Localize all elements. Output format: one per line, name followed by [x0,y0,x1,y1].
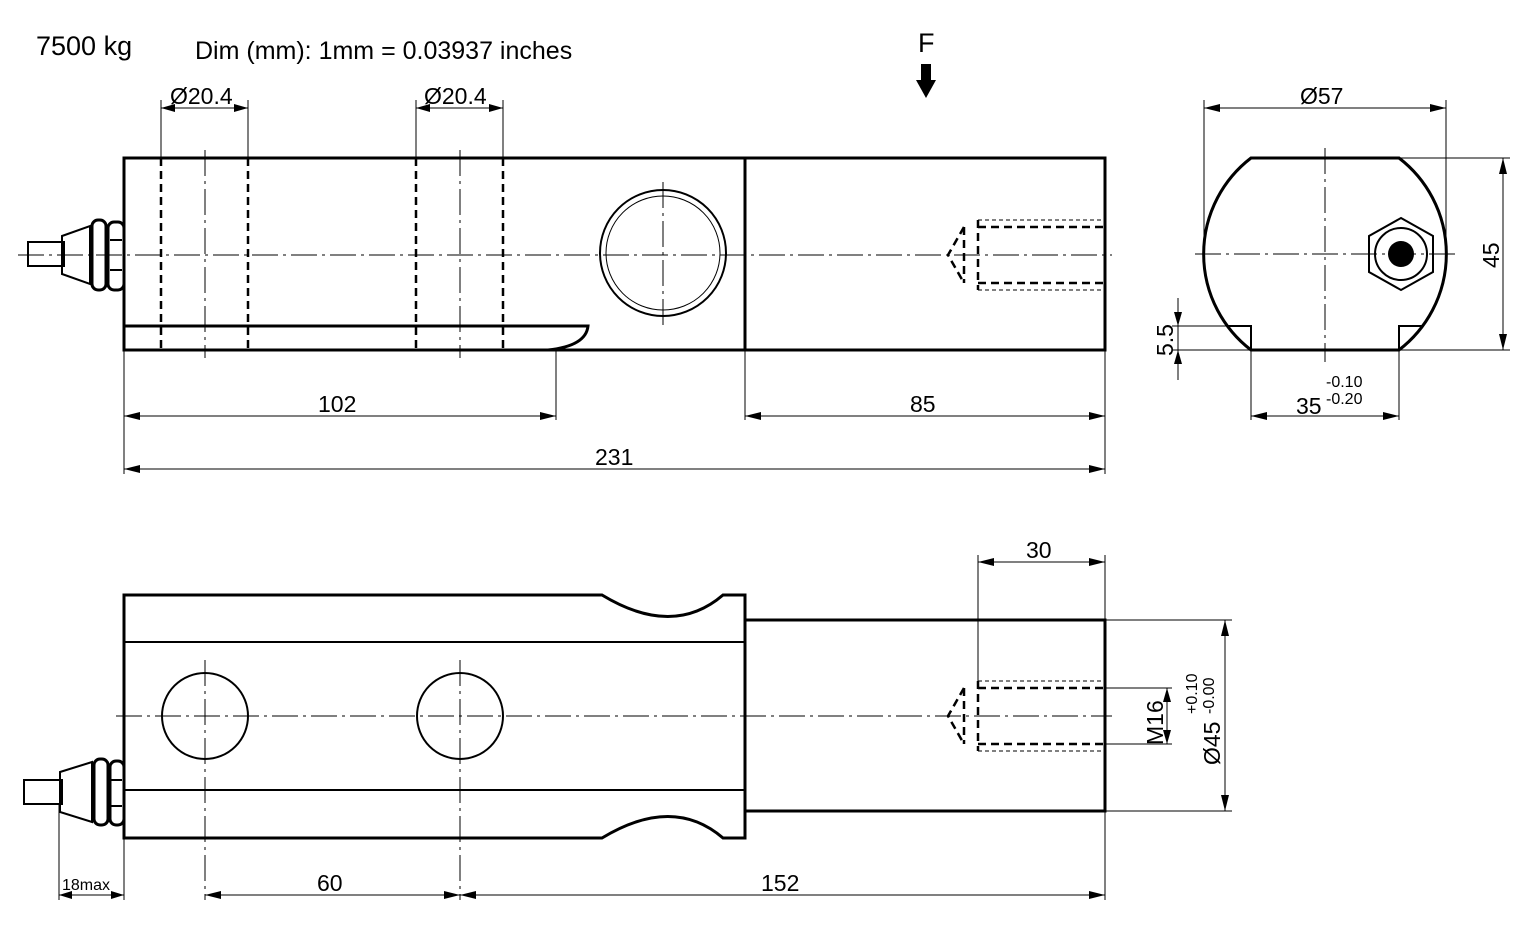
hole-dia-2-label: Ø20.4 [424,83,487,109]
side-body-outline [122,156,1107,352]
slot-depth-label: 5.5 [1152,324,1178,356]
units-note: Dim (mm): 1mm = 0.03937 inches [195,37,572,65]
end-view: Ø57 45 5.5 35 -0.10 -0.20 [1152,83,1510,420]
slot-width-label: 35 [1296,393,1322,419]
force-label: F [918,28,935,58]
cable-connector-icon-top [23,757,126,827]
cable-connector-icon [27,218,126,292]
slot-tol-lower: -0.20 [1326,391,1363,408]
hex-nut-icon [1368,216,1434,292]
hole-dia-1-label: Ø20.4 [170,83,233,109]
dim-60-label: 60 [317,870,343,896]
mount-hole-1 [161,672,249,760]
force-arrow-icon [916,64,936,98]
shaft-dia-label: Ø45 [1199,722,1225,765]
side-view: Ø20.4 Ø20.4 102 85 231 [18,83,1112,474]
top-body-outline [122,593,747,840]
end-height-label: 45 [1478,242,1504,268]
side-groove [124,324,590,352]
capacity-label: 7500 kg [36,31,132,61]
shaft-tol-lower: -0.00 [1201,677,1218,714]
slot-tol-upper: -0.10 [1326,374,1363,391]
end-dia-label: Ø57 [1300,83,1343,109]
dim-102-label: 102 [318,391,356,417]
thread-label: M16 [1142,700,1168,745]
dim-18max-label: 18max [62,877,110,894]
mount-hole-2 [416,672,504,760]
dim-152-label: 152 [761,870,799,896]
dim-85-label: 85 [910,391,936,417]
dim-231-label: 231 [595,444,633,470]
top-view: 30 M16 Ø45 +0.10 -0.00 18max 60 [23,537,1232,900]
shaft-tol-upper: +0.10 [1184,673,1201,714]
dim-30-label: 30 [1026,537,1052,563]
